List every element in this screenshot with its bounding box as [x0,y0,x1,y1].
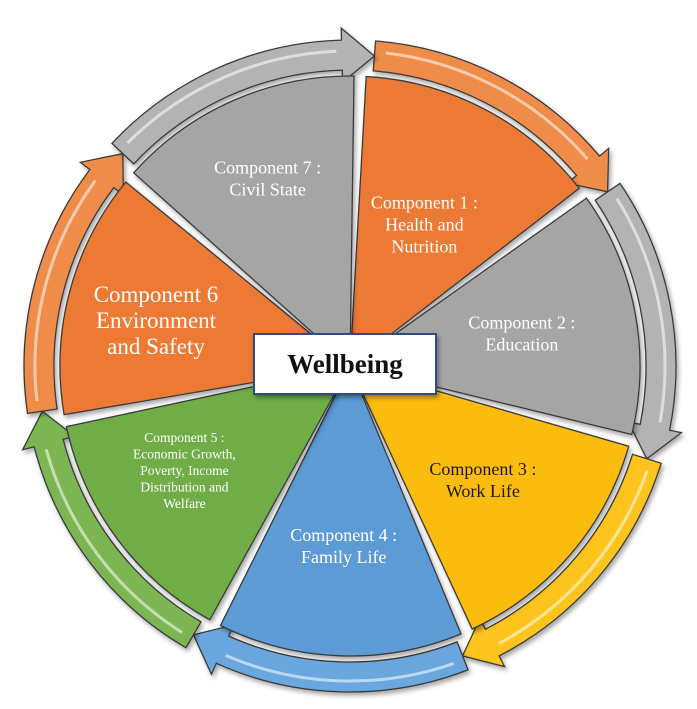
label-c5: Component 5 :Economic Growth, Poverty, In… [133,430,236,511]
wedge-c4 [219,364,462,657]
arrow-highlight-c1 [385,51,589,160]
arrow-highlight-c2 [615,197,667,423]
center-label-box: Wellbeing [253,333,437,395]
arrow-arc-c7 [110,26,376,165]
label-c5-line-2: Economic Growth, [133,446,236,461]
arrow-highlight-c5 [44,449,183,634]
label-c5-line-3: Poverty, Income [140,463,228,478]
wedge-c3 [348,364,630,630]
wedge-c7 [132,75,355,368]
label-c2: Component 2 :Education [468,312,575,354]
label-c4-line-2: Family Life [301,547,386,567]
label-c1-line-1: Component 1 : [371,193,478,213]
arrow-highlight-c6 [33,179,97,402]
label-c6-line-2: Environment [96,308,217,333]
label-c3-line-1: Component 3 : [429,459,536,479]
label-c5-line-1: Component 5 : [144,430,224,445]
label-c6-line-3: and Safety [107,334,205,359]
label-c5-line-4: Distribution and [140,479,228,494]
label-c1-line-3: Nutrition [391,237,457,257]
label-c3: Component 3 :Work Life [429,459,536,501]
label-c2-line-2: Education [485,334,558,354]
arrow-highlight-c4 [225,654,455,683]
arrow-arcs-layer [21,26,683,693]
label-c4-line-1: Component 4 : [290,525,397,545]
label-c7: Component 7 :Civil State [214,158,321,200]
wedge-c1 [349,75,581,368]
wedges-layer [59,75,641,657]
wedge-c5 [65,365,352,621]
label-c2-line-1: Component 2 : [468,312,575,332]
label-c6-line-1: Component 6 [94,282,219,307]
label-c4: Component 4 :Family Life [290,525,397,567]
center-label: Wellbeing [287,348,403,379]
arrow-highlight-c7 [126,49,337,145]
label-c7-line-2: Civil State [229,180,306,200]
label-c5-line-5: Welfare [163,496,205,511]
label-c3-line-2: Work Life [446,481,520,501]
label-c7-line-1: Component 7 : [214,158,321,178]
arrow-highlight-c3 [498,469,649,645]
label-c1-line-2: Health and [385,215,463,235]
